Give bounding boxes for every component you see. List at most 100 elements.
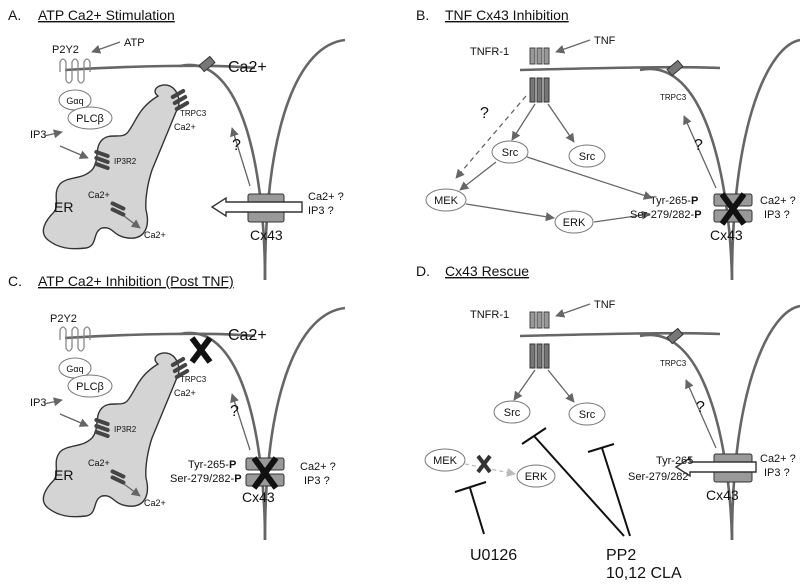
erk-node [516,464,556,488]
trpc3-channel [666,59,684,77]
tyr265-text: Tyr-265- [188,459,229,471]
erk-label: ERK [563,217,586,229]
ip3-label: IP3 [30,397,47,409]
erk-to-ser279-arrow [593,210,651,223]
ca-extracellular-label: Ca2+ [228,327,267,344]
cell-membrane-curve-left [179,63,267,281]
panel-b-title: TNF Cx43 Inhibition [445,7,569,23]
tyr265-label: Tyr-265-P [188,459,236,471]
panel-c-title: ATP Ca2+ Inhibition (Post TNF) [38,273,234,289]
cell-membrane [519,331,721,338]
ip3r2-label: IP3R2 [114,157,137,166]
ca-influx-label: Ca2+ [174,388,196,398]
panel-b-letter: B. [416,7,429,23]
pp2-label: PP2 [606,547,636,564]
cx43-to-trpc3-arrow [230,127,251,187]
er-shape [42,352,180,518]
er-ca-label: Ca2+ [88,458,110,468]
cell-membrane-curve-right [730,38,800,281]
er-ca-release-arrow [123,215,141,229]
tyr265-label: Tyr-265-P [650,195,698,207]
pp2-to-src2-bar [587,443,615,453]
cell-membrane [64,332,256,340]
tyr265-phospho: P [691,195,698,207]
tnf-label: TNF [594,299,616,311]
tnfr1-receptor [529,311,550,369]
panel-d-letter: D. [416,263,430,279]
er-ca-label: Ca2+ [88,190,110,200]
tnfr1-to-src2-arrow [547,103,575,143]
trpc3-label: TRPC3 [660,359,687,368]
panel-d-title: Cx43 Rescue [445,263,529,279]
ser279-label: Ser-279/282-P [630,209,702,221]
cx43-label: Cx43 [250,227,283,243]
tnfr1-to-src1-arrow [513,369,536,401]
ser279-label: Ser-279/282 [628,471,689,483]
cell-membrane-curve-left [639,67,734,281]
plcb-node [67,106,113,130]
cx43-channel [210,193,303,223]
ca-extracellular-label: Ca2+ [228,59,267,76]
tyr265-text: Tyr-265- [650,195,691,207]
question-mark: ? [696,399,705,416]
cx43-block-x [251,456,279,490]
panel-d: D. Cx43 Rescue TNFR-1 TNF Src Src MEK ER… [416,263,800,582]
ip3r2-channel [94,417,110,439]
cx43-ip3-question: IP3 ? [764,209,790,221]
src2-node [568,402,606,426]
pp2-to-src1-bar [521,427,547,445]
er-label: ER [54,467,73,483]
p2y2-receptor [59,326,91,352]
mek-node [425,188,467,212]
trpc3-channel [170,89,190,111]
cx43-ip3-question: IP3 ? [764,467,790,479]
ca-influx-label: Ca2+ [174,122,196,132]
er-label: ER [54,199,73,215]
tyr265-phospho: P [229,459,236,471]
plcb-label: PLCβ [76,113,104,125]
mek-label: MEK [433,455,458,467]
atp-arrow [91,41,121,54]
ser279-text: Ser-279/282- [170,473,235,485]
tnf-arrow [555,39,591,54]
ser279-phospho: P [694,209,701,221]
question-mark: ? [232,137,241,154]
cx43-block-x [719,192,747,226]
mek-label: MEK [434,195,459,207]
erk-node [554,210,594,234]
cla-label: 10,12 CLA [606,565,682,582]
src2-label: Src [579,151,596,163]
cx43-label: Cx43 [706,487,739,503]
mek-to-erk-arrow [465,203,555,222]
question-mark: ? [694,137,703,154]
src2-node [568,144,606,168]
tnfr1-label: TNFR-1 [470,46,509,58]
trpc3-block-x [189,336,213,364]
cx43-to-trpc3-arrow [683,115,717,189]
panel-a-letter: A. [8,7,21,23]
u0126-inhibition-line [469,487,485,535]
trpc3-label: TRPC3 [180,375,207,384]
src1-to-mek-arrow [459,161,497,191]
src1-node [493,400,531,424]
trpc3-membrane-channel [198,55,216,73]
cx43-ca-question: Ca2+ ? [760,453,796,465]
plcb-label: PLCβ [76,381,104,393]
ip3-production-arrow [43,397,63,407]
u0126-label: U0126 [470,547,517,564]
ser279-label: Ser-279/282-P [170,473,242,485]
trpc3-label: TRPC3 [660,93,687,102]
tnfr1-to-src1-arrow [511,103,536,141]
src1-label: Src [504,407,521,419]
cx43-ip3-question: IP3 ? [304,475,330,487]
trpc3-channel [170,357,190,379]
plcb-node [67,374,113,398]
dashed-question-mark: ? [480,105,489,122]
u0126-inhibition-bar [454,481,487,493]
src2-label: Src [579,409,596,421]
cell-membrane-curve-right [730,304,800,541]
ser279-phospho: P [234,473,241,485]
mek-node [424,448,466,472]
ip3-label: IP3 [30,129,47,141]
